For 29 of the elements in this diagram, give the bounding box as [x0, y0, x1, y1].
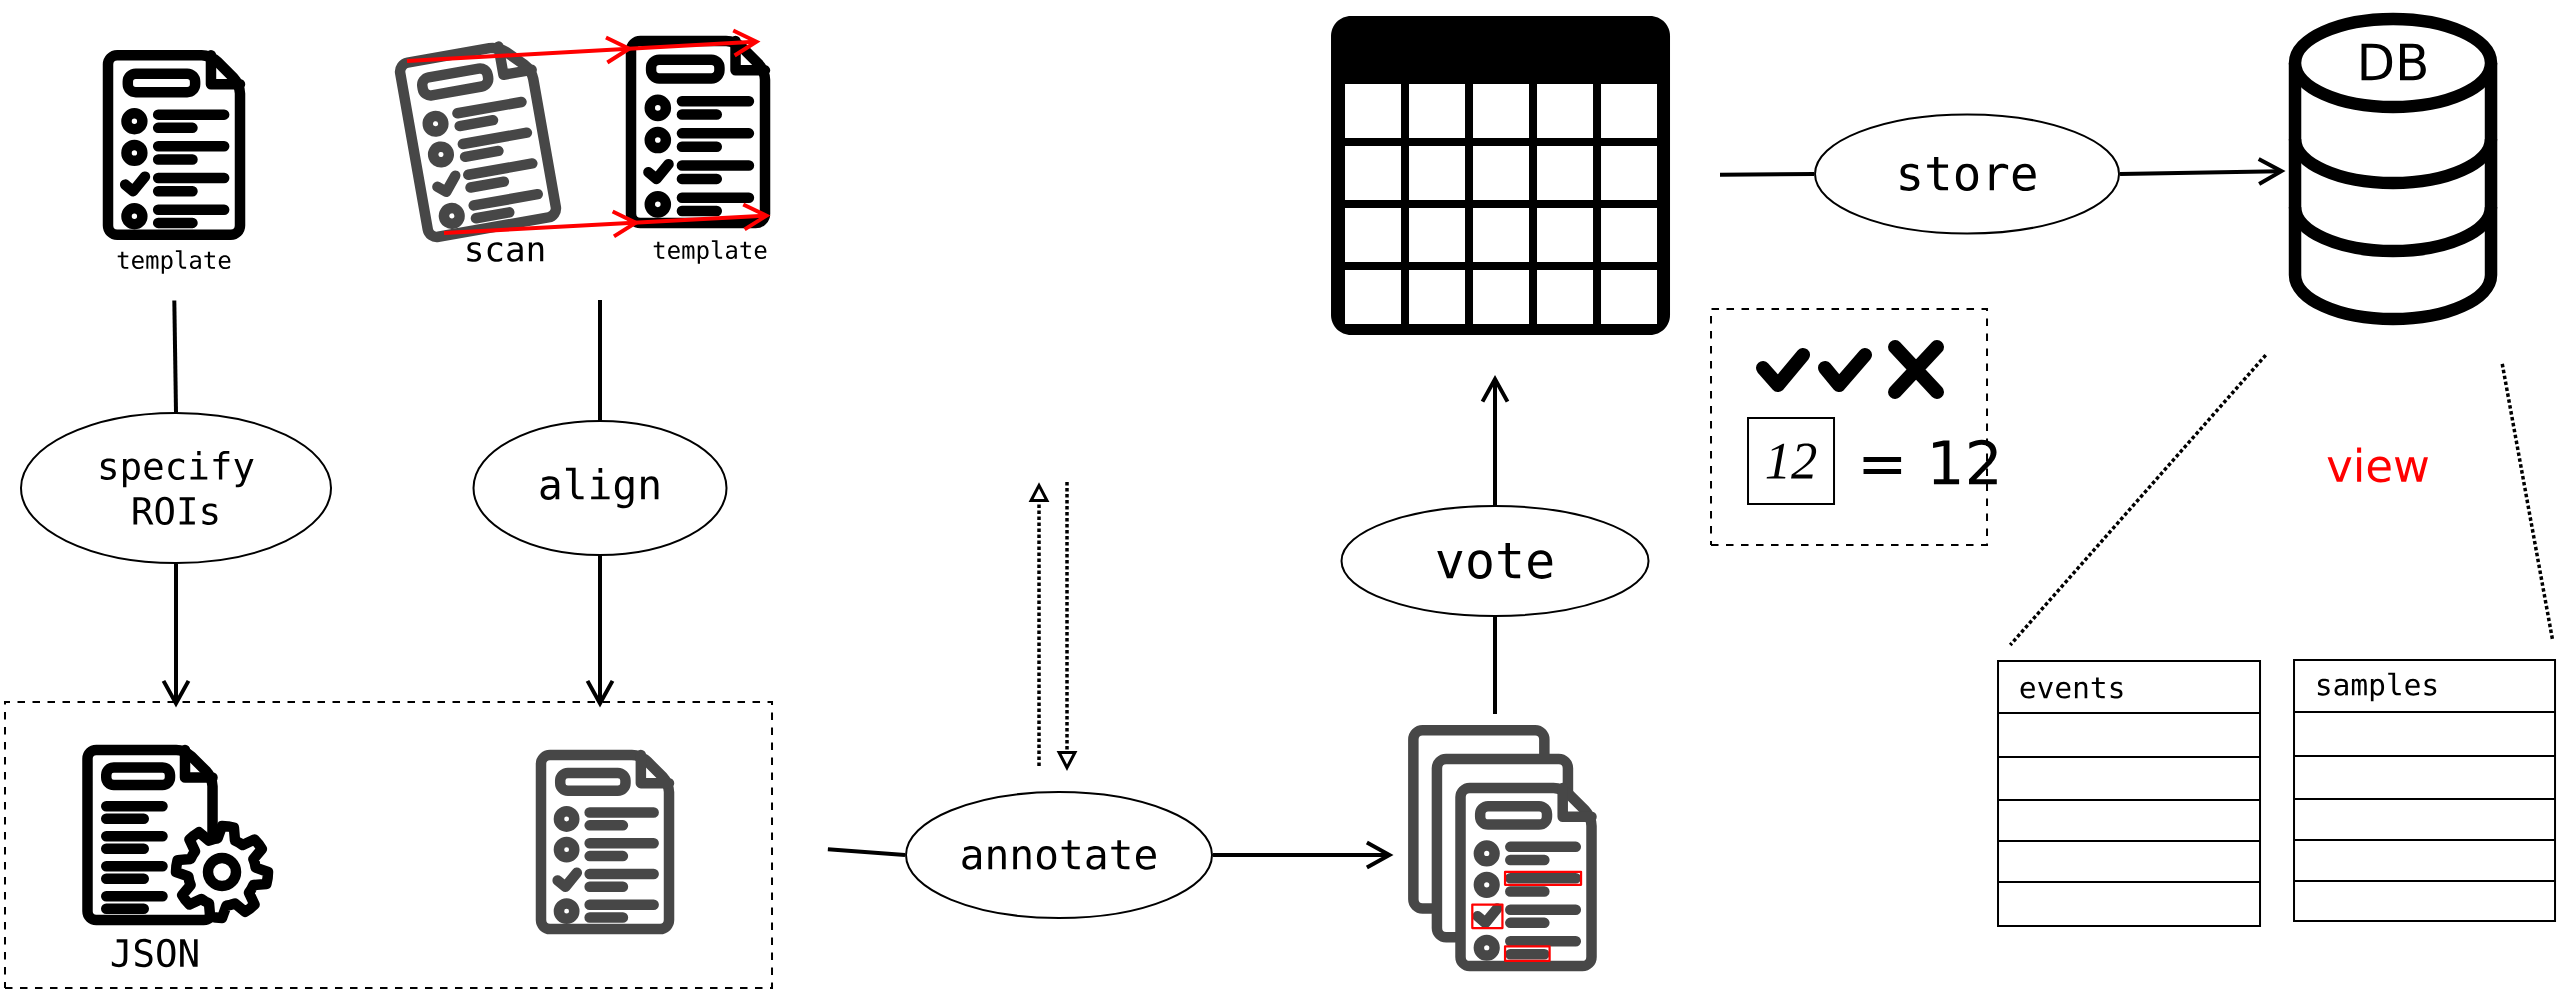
- arrow: [2120, 157, 2286, 186]
- database-table: events: [1997, 660, 2262, 927]
- node-label: template: [653, 240, 767, 264]
- node-label: DB: [2361, 43, 2426, 81]
- connector-line: [598, 300, 602, 420]
- dashed-frame: [4, 701, 773, 989]
- node-label: scan: [467, 242, 544, 262]
- node-label: JSON: [111, 938, 198, 968]
- view-label: view: [2327, 447, 2428, 483]
- table-icon: [1331, 16, 1670, 335]
- arrow: [406, 28, 761, 65]
- document-icon: [535, 749, 675, 935]
- arrow: [1213, 840, 1394, 870]
- connector-line: [1720, 172, 1815, 177]
- document-stack-icon: [1408, 725, 1597, 972]
- dotted-line: [2500, 363, 2555, 640]
- node-label: template: [117, 250, 231, 274]
- handwritten-digit-box: 12: [1747, 417, 1835, 505]
- dotted-line: [2008, 354, 2268, 647]
- arrow: [443, 202, 771, 239]
- database-table: samples: [2293, 659, 2557, 922]
- arrow: [585, 556, 615, 708]
- database-cylinder: DB: [2288, 12, 2498, 326]
- connector-line: [827, 847, 906, 857]
- connector-line: [172, 300, 178, 413]
- equation-text: = 12: [1863, 439, 1997, 485]
- arrow: [1480, 375, 1510, 505]
- arrow: [161, 564, 191, 708]
- connector-line: [1493, 617, 1497, 714]
